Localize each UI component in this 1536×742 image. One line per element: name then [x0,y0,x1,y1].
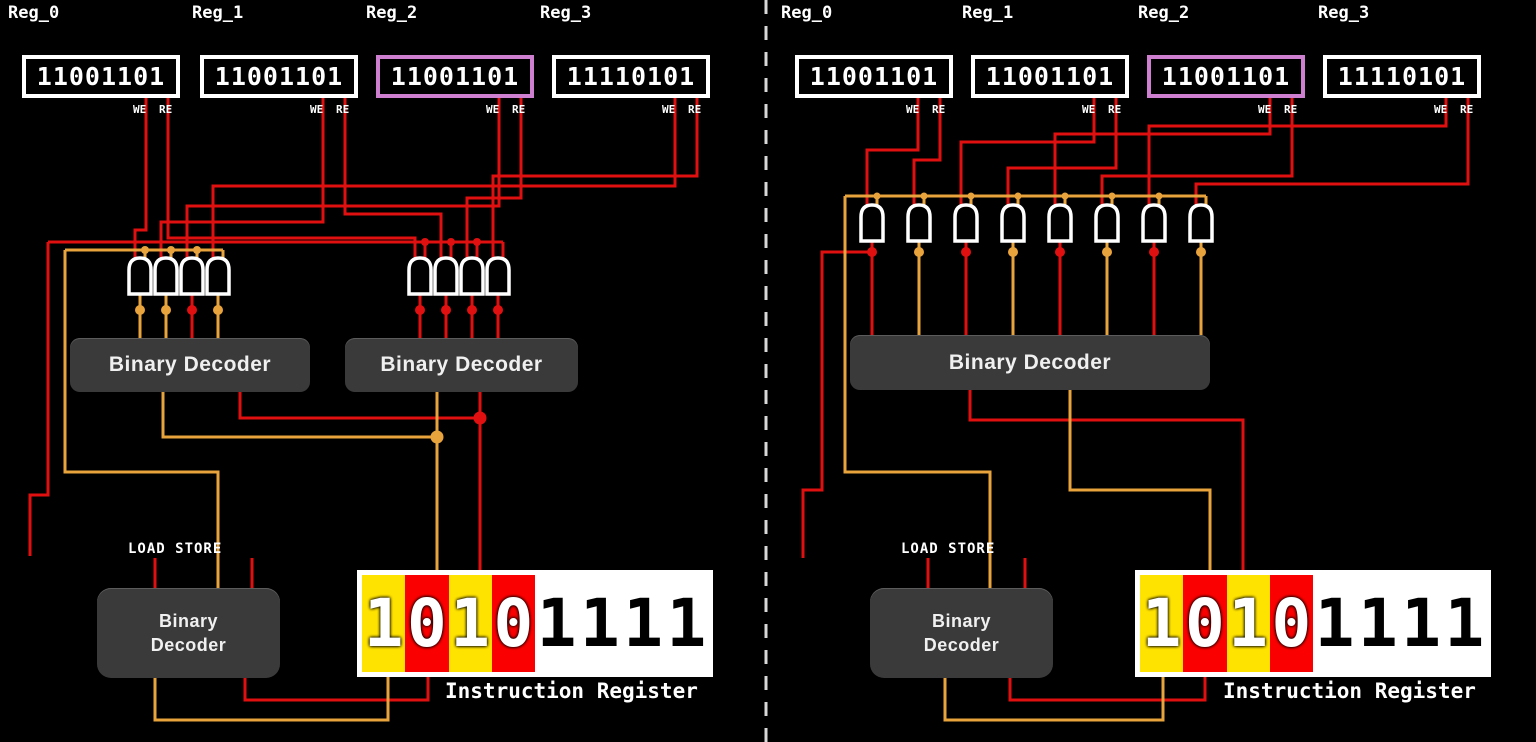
ir-digit: 1 [535,575,579,672]
register-reg1[interactable]: 11001101 [200,55,358,98]
register-value: 11001101 [36,62,166,91]
binary-decoder[interactable]: Binary Decoder [345,338,578,392]
and-gate[interactable] [1141,203,1167,243]
load-store-labels: LOAD STORE [901,541,996,557]
and-gate[interactable] [1000,203,1026,243]
binary-decoder[interactable]: Binary Decoder [850,335,1210,390]
ir-digit: 0 [1183,575,1227,672]
we-pin-label: WE [662,103,676,116]
register-name: Reg_2 [366,3,418,23]
wire-red [28,98,699,702]
ir-digit: 0 [1269,575,1313,672]
re-pin-label: RE [512,103,526,116]
ir-digit: 0 [491,575,535,672]
register-name: Reg_1 [192,3,244,23]
and-gate[interactable] [127,256,153,296]
ir-digit: 1 [1442,575,1486,672]
and-gate[interactable] [433,256,459,296]
ir-digit: 1 [664,575,708,672]
and-gate[interactable] [407,256,433,296]
and-gate[interactable] [459,256,485,296]
register-value: 11110101 [1337,62,1467,91]
register-name: Reg_0 [781,3,833,23]
ir-digit: 1 [1226,575,1270,672]
re-pin-label: RE [1108,103,1122,116]
junction-dots-red [187,238,1159,425]
decoder-label: Binary Decoder [108,353,272,376]
decoder-label-line2: Decoder [923,635,1000,655]
decoder-label-line1: Binary [931,610,992,631]
register-reg2-selected[interactable]: 11001101 [1147,55,1305,98]
load-store-labels: LOAD STORE [128,541,223,557]
we-pin-label: WE [1434,103,1448,116]
and-gate[interactable] [153,256,179,296]
we-pin-label: WE [1082,103,1096,116]
we-pin-label: WE [906,103,920,116]
and-gate[interactable] [1047,203,1073,243]
register-value: 11001101 [214,62,344,91]
ir-digit: 1 [448,575,492,672]
and-gate[interactable] [1094,203,1120,243]
re-pin-label: RE [159,103,173,116]
ir-digit: 1 [1313,575,1357,672]
we-pin-label: WE [486,103,500,116]
lower-binary-decoder[interactable]: Binary Decoder [97,588,280,678]
re-pin-label: RE [1460,103,1474,116]
we-pin-label: WE [310,103,324,116]
we-pin-label: WE [1258,103,1272,116]
register-name: Reg_2 [1138,3,1190,23]
binary-decoder[interactable]: Binary Decoder [70,338,310,392]
and-gate[interactable] [1188,203,1214,243]
instruction-register[interactable]: 1 0 1 0 1 1 1 1 [1135,570,1491,677]
register-reg0[interactable]: 11001101 [795,55,953,98]
register-value: 11001101 [809,62,939,91]
re-pin-label: RE [932,103,946,116]
register-value: 11001101 [390,62,520,91]
and-gate[interactable] [859,203,885,243]
and-gate[interactable] [485,256,511,296]
and-gate[interactable] [205,256,231,296]
register-reg1[interactable]: 11001101 [971,55,1129,98]
register-reg2-selected[interactable]: 11001101 [376,55,534,98]
register-value: 11001101 [1161,62,1291,91]
decoder-label-line2: Decoder [150,635,227,655]
re-pin-label: RE [336,103,350,116]
ir-digit: 1 [1356,575,1400,672]
decoder-label-line1: Binary [158,610,219,631]
re-pin-label: RE [1284,103,1298,116]
register-name: Reg_0 [8,3,60,23]
lower-binary-decoder[interactable]: Binary Decoder [870,588,1053,678]
and-gate[interactable] [953,203,979,243]
ir-digit: 1 [1140,575,1184,672]
ir-digit: 1 [362,575,406,672]
decoder-label: Binary Decoder [380,353,543,376]
register-name: Reg_3 [1318,3,1370,23]
ir-digit: 1 [1399,575,1443,672]
instruction-register-label: Instruction Register [1223,679,1476,703]
re-pin-label: RE [688,103,702,116]
register-name: Reg_3 [540,3,592,23]
instruction-register[interactable]: 1 0 1 0 1 1 1 1 [357,570,713,677]
and-gate[interactable] [179,256,205,296]
instruction-register-label: Instruction Register [445,679,698,703]
ir-digit: 1 [621,575,665,672]
register-reg0[interactable]: 11001101 [22,55,180,98]
and-gate[interactable] [906,203,932,243]
register-value: 11110101 [566,62,696,91]
decoder-label: Binary Decoder [948,350,1112,374]
register-reg3[interactable]: 11110101 [1323,55,1481,98]
wire-orange [843,194,1212,722]
ir-digit: 1 [578,575,622,672]
register-name: Reg_1 [962,3,1014,23]
ir-digit: 0 [405,575,449,672]
wire-red [801,98,1470,702]
junction-dots-orange [135,192,1206,444]
register-reg3[interactable]: 11110101 [552,55,710,98]
register-value: 11001101 [985,62,1115,91]
we-pin-label: WE [133,103,147,116]
